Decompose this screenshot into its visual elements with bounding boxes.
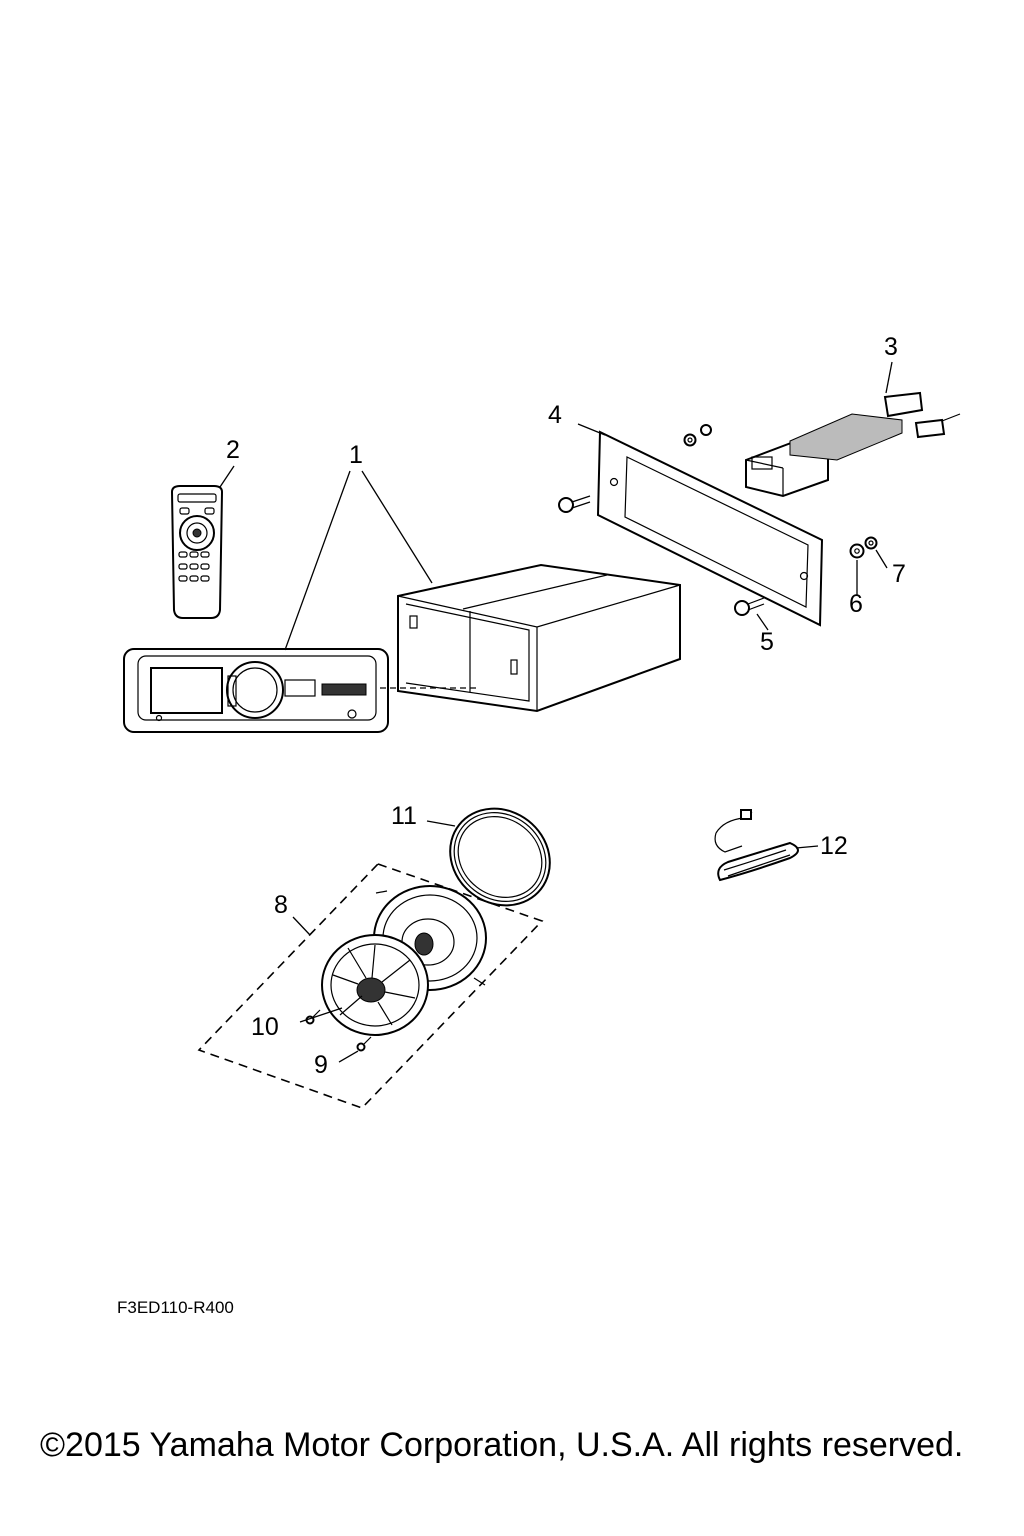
callout-4: 4 [548,401,562,429]
speaker-gasket [449,807,551,907]
speaker-grill [321,934,429,1036]
washer-6 [849,543,865,559]
callout-11: 11 [391,802,417,830]
screw-4-left [558,495,591,513]
screw-5 [734,597,765,616]
grill-screw-upper [305,1009,321,1025]
callout-6: 6 [849,590,863,618]
callout-7: 7 [892,560,906,588]
callout-1: 1 [349,441,363,469]
washer-top [683,433,697,447]
copyright-notice: ©2015 Yamaha Motor Corporation, U.S.A. A… [40,1426,964,1464]
nut-top [700,424,712,436]
drawing-code: F3ED110-R400 [117,1298,234,1317]
callout-10: 10 [251,1013,279,1041]
leader-lines [219,361,893,1063]
remote-control [170,485,224,619]
callout-5: 5 [760,628,774,656]
stereo-housing [397,563,681,713]
callout-9: 9 [314,1051,328,1079]
wire-lead [714,809,799,882]
speaker-kit-outline [197,863,544,1109]
callout-3: 3 [884,333,898,361]
stereo-face [123,648,389,733]
callout-8: 8 [274,891,288,919]
mounting-bezel [596,430,824,627]
callout-2: 2 [226,436,240,464]
grill-screw-lower [356,1036,372,1052]
nut-7 [864,536,878,550]
callout-12: 12 [820,832,848,860]
wiring-harness [745,391,961,498]
